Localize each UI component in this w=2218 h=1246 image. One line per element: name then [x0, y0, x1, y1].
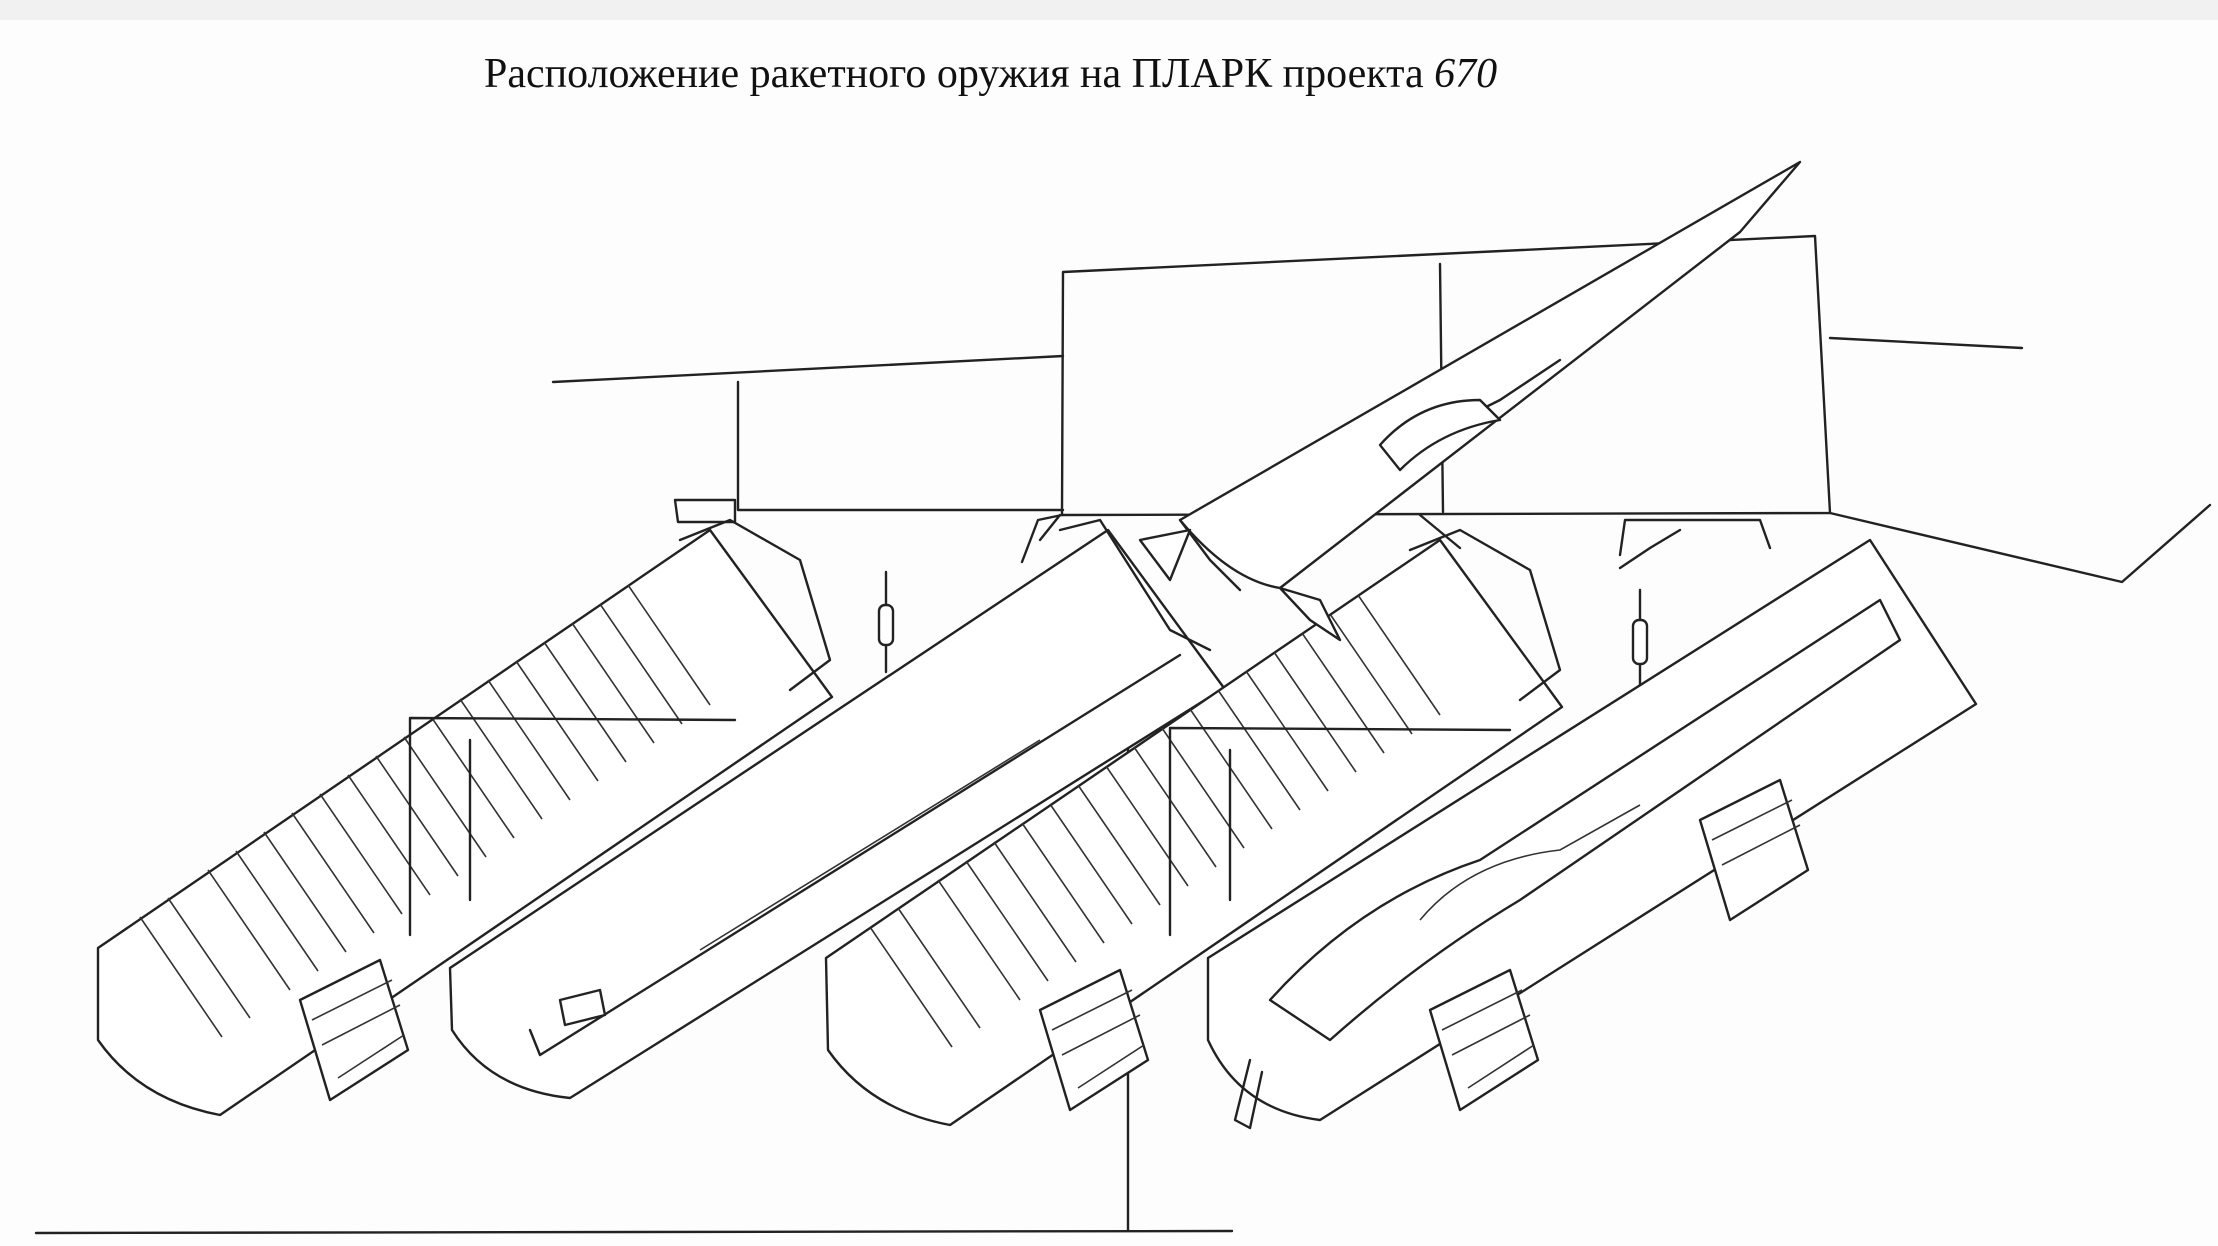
missile-in-flight [1138, 160, 1802, 642]
diagram-caption: Расположение ракетного оружия на ПЛАРК п… [484, 50, 1497, 98]
base-line [34, 1229, 1234, 1235]
launch-container-2 [448, 518, 1226, 1100]
caption-project-number: 670 [1434, 51, 1498, 97]
launch-container-3 [824, 528, 1564, 1127]
launch-container-4 [1206, 538, 1978, 1130]
scan-top-margin [0, 0, 2218, 20]
launch-container-1 [96, 518, 834, 1117]
caption-text: Расположение ракетного оружия на ПЛАРК п… [484, 51, 1424, 97]
